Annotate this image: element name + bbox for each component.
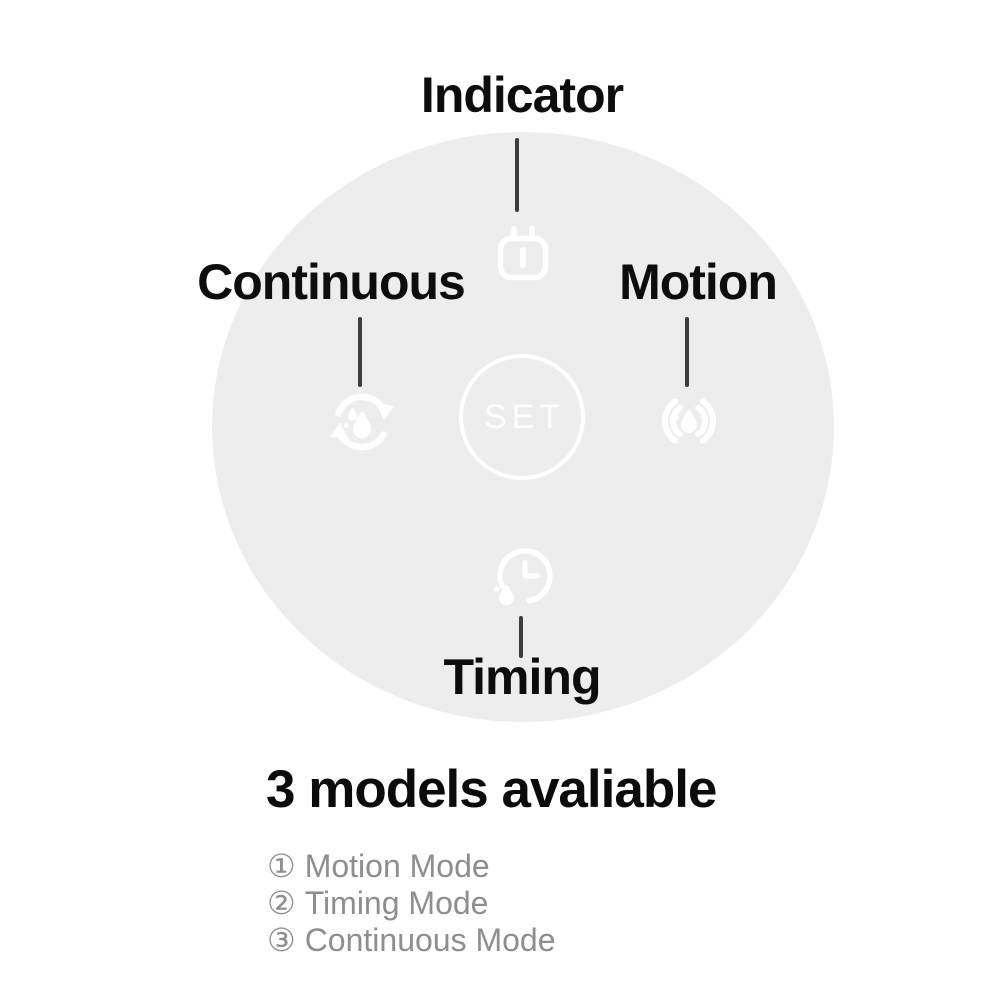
circled-number-icon: ③ <box>267 922 296 958</box>
continuous-cycle-droplet-icon <box>330 393 394 451</box>
set-button: SET <box>459 354 585 480</box>
label-continuous: Continuous <box>197 254 466 310</box>
motion-connector-line <box>685 317 689 387</box>
motion-sensor-droplet-icon <box>661 398 717 444</box>
indicator-connector-line <box>515 138 519 212</box>
model-label: Continuous Mode <box>304 922 556 958</box>
circled-number-icon: ② <box>267 885 296 921</box>
label-motion: Motion <box>619 254 778 310</box>
set-button-label: SET <box>483 397 566 436</box>
plug-icon <box>497 225 549 281</box>
circled-number-icon: ① <box>267 848 296 884</box>
label-timing: Timing <box>443 649 602 705</box>
timer-clock-droplet-icon <box>493 548 553 606</box>
models-heading: 3 models avaliable <box>266 760 717 819</box>
model-label: Timing Mode <box>304 885 489 921</box>
label-indicator: Indicator <box>420 67 624 123</box>
model-label: Motion Mode <box>304 848 490 884</box>
timing-connector-line <box>519 616 523 658</box>
continuous-connector-line <box>358 317 362 387</box>
